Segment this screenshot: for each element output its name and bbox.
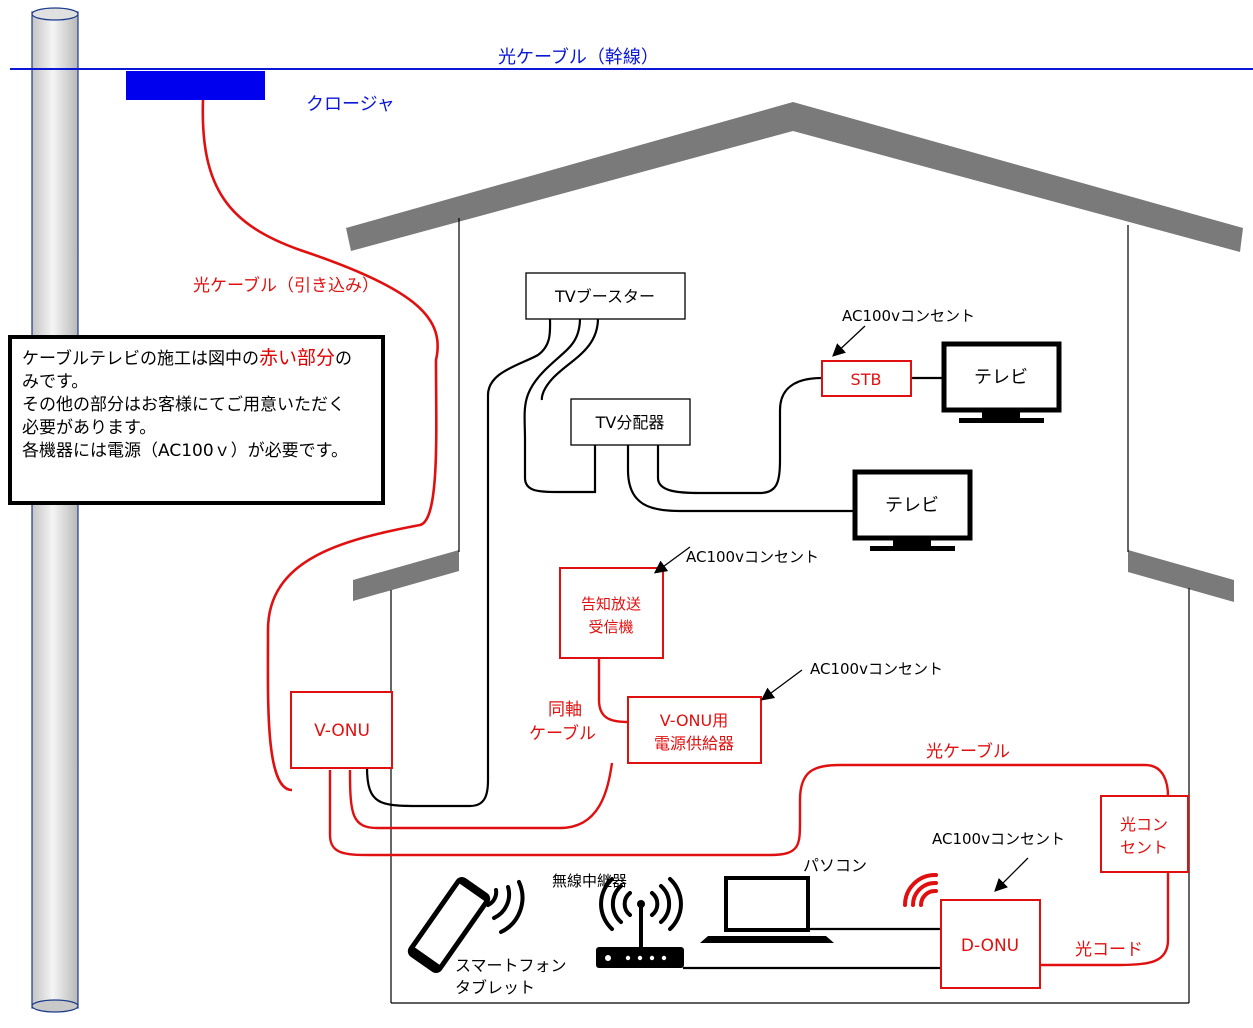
closure-box [126,71,265,100]
fiber-outlet-box [1100,795,1189,873]
tv-splitter-label: TV分配器 [595,413,665,432]
coax-cables [365,317,944,970]
tv-booster-label: TVブースター [554,287,655,306]
announce-receiver-box [559,567,664,659]
stb-box [821,360,912,397]
notice-text-after: の [335,349,352,369]
vonu-power-outlet-label: AC100vコンセント [810,660,943,678]
vonu-power-label-1: V-ONU用 [660,711,729,730]
red-cables [328,658,1170,967]
notice-text-before: ケーブルテレビの施工は図中の [22,349,259,369]
tv-splitter-box [570,398,691,446]
notice-highlight: 赤い部分 [258,347,335,369]
donu-label: D-ONU [961,936,1019,956]
notice-line-2: みです。 [22,372,89,392]
utility-pole [31,7,79,1013]
tv-2-label: テレビ [885,495,939,516]
laptop-icon [700,876,834,943]
announce-receiver-label-1: 告知放送 [581,595,641,613]
tv-2 [852,469,973,551]
announce-outlet-label: AC100vコンセント [686,548,819,566]
stb-label: STB [851,370,882,389]
tv-booster-box [525,272,686,320]
notice-line-3: その他の部分はお客様にてご用意いただく [22,395,345,415]
drop-fiber-cable [201,99,439,792]
repeater-icon [596,877,684,968]
fiber-outlet-label-1: 光コン [1120,815,1168,834]
notice-line-5: 各機器には電源（AC100ｖ）が必要です。 [22,441,348,461]
pc-label: パソコン [803,856,867,875]
vonu-box [290,691,393,769]
vonu-label: V-ONU [314,721,370,741]
trunk-cable-label: 光ケーブル（幹線） [498,46,659,68]
fiber-cable-label: 光ケーブル [926,741,1010,762]
tv-1-label: テレビ [974,367,1028,388]
drop-cable-label: 光ケーブル（引き込み） [193,275,379,296]
donu-outlet-label: AC100vコンセント [932,830,1065,848]
coax-label-line2: ケーブル [529,723,596,744]
notice-line-4: 必要があります。 [22,418,157,438]
smartphone-icon [407,876,525,974]
announce-receiver-label-2: 受信機 [588,618,633,636]
donu-wifi-icon [903,872,938,907]
phone-label-1: スマートフォン [455,956,567,975]
closure-label: クロージャ [306,94,395,115]
stb-outlet-label: AC100vコンセント [842,307,975,325]
tv-1 [941,341,1062,423]
fiber-outlet-label-2: セント [1120,838,1168,857]
phone-label-2: タブレット [455,978,535,997]
house-roof [346,102,1243,602]
vonu-power-label-2: 電源供給器 [654,734,734,753]
fiber-cord-label: 光コード [1075,940,1143,960]
donu-box [940,899,1041,989]
notice-box: ケーブルテレビの施工は図中の赤い部分の みです。 その他の部分はお客様にてご用意… [8,335,385,505]
coax-label-line1: 同軸 [548,700,582,720]
repeater-label: 無線中継器 [552,872,627,890]
vonu-power-box [627,696,762,764]
notice-line-1: ケーブルテレビの施工は図中の赤い部分の [22,347,371,371]
